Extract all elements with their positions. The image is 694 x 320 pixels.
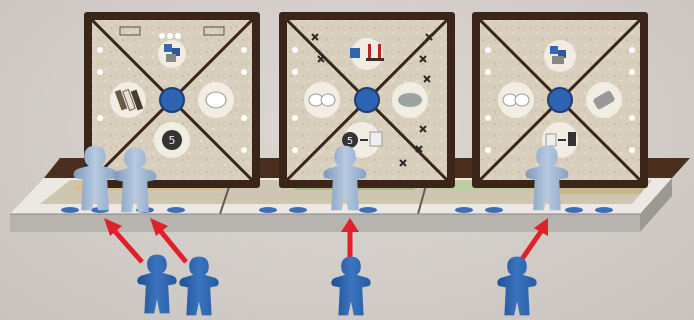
incoming-worker-4[interactable]: [497, 257, 536, 316]
animal-icon: [392, 82, 428, 118]
center-blue-dot: [160, 88, 184, 112]
bowl-icon: [198, 82, 234, 118]
bowls-icon: [304, 82, 340, 118]
books-icon: [110, 82, 146, 118]
svg-text:5: 5: [347, 136, 353, 147]
center-blue-dot: [548, 88, 572, 112]
center-blue-dot: [355, 88, 379, 112]
incoming-worker-2[interactable]: [179, 257, 218, 316]
action-tile-1[interactable]: 5: [84, 12, 260, 188]
action-tile-3[interactable]: [472, 12, 648, 188]
incoming-worker-3[interactable]: [331, 257, 370, 316]
bowls-icon: [498, 82, 534, 118]
svg-text:5: 5: [169, 134, 176, 147]
scroll-icon: [586, 82, 622, 118]
action-tile-2[interactable]: 5: [279, 12, 455, 188]
coin-5-icon: 5: [154, 122, 190, 158]
resource-pile-icon: [544, 40, 576, 72]
incoming-worker-1[interactable]: [137, 255, 176, 314]
